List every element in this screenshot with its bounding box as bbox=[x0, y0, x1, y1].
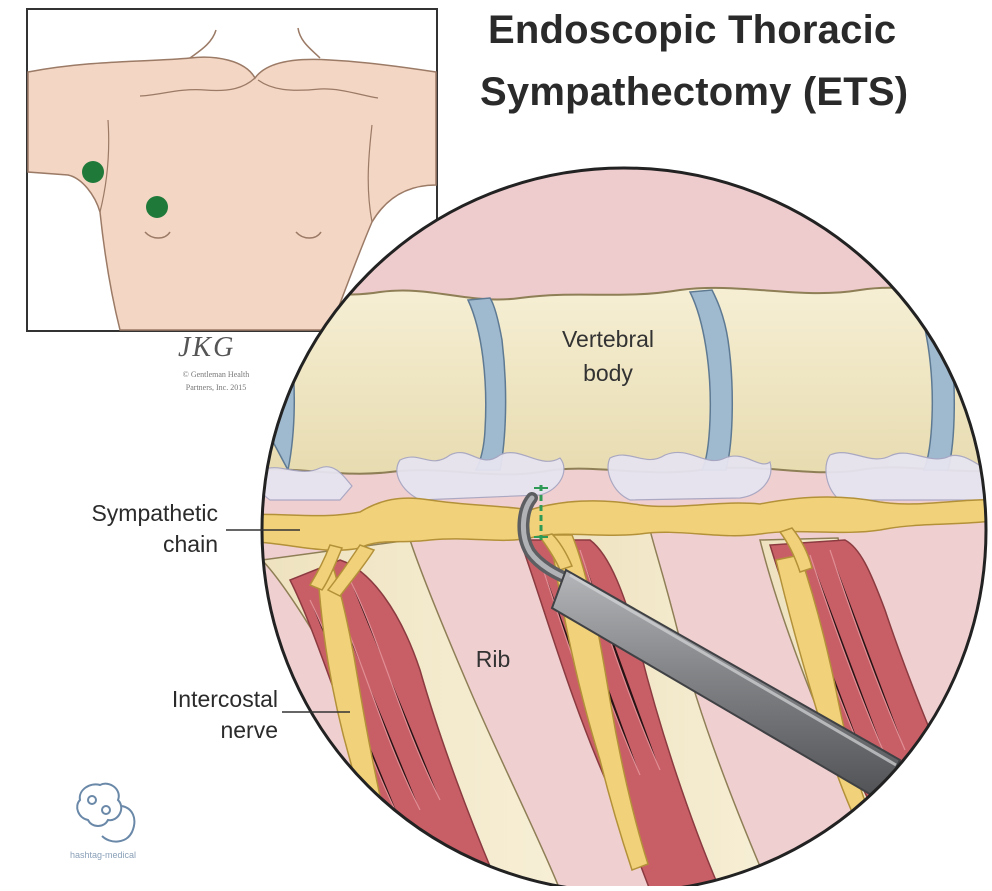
watermark-text: hashtag-medical bbox=[70, 850, 136, 860]
label-rib: Rib bbox=[458, 642, 528, 676]
copyright-note: © Gentleman Health Partners, Inc. 2015 bbox=[156, 368, 276, 394]
label-intercostal-nerve: Intercostal nerve bbox=[112, 684, 278, 746]
brand-logo-icon bbox=[77, 784, 134, 842]
label-vertebral-line-2: body bbox=[528, 356, 688, 390]
copyright-line-2: Partners, Inc. 2015 bbox=[156, 381, 276, 394]
copyright-line-1: © Gentleman Health bbox=[156, 368, 276, 381]
label-intercostal-line-1: Intercostal bbox=[112, 684, 278, 715]
label-sympathetic-line-1: Sympathetic bbox=[46, 498, 218, 529]
label-sympathetic-line-2: chain bbox=[46, 529, 218, 560]
incision-port-chest bbox=[146, 196, 168, 218]
label-vertebral-line-1: Vertebral bbox=[528, 322, 688, 356]
label-vertebral-body: Vertebral body bbox=[528, 322, 688, 390]
title-line-1: Endoscopic Thoracic bbox=[488, 8, 896, 53]
incision-port-axillary bbox=[82, 161, 104, 183]
title-line-2: Sympathectomy (ETS) bbox=[480, 70, 908, 115]
label-intercostal-line-2: nerve bbox=[112, 715, 278, 746]
artist-signature: JKG bbox=[178, 332, 235, 364]
label-sympathetic-chain: Sympathetic chain bbox=[46, 498, 218, 560]
